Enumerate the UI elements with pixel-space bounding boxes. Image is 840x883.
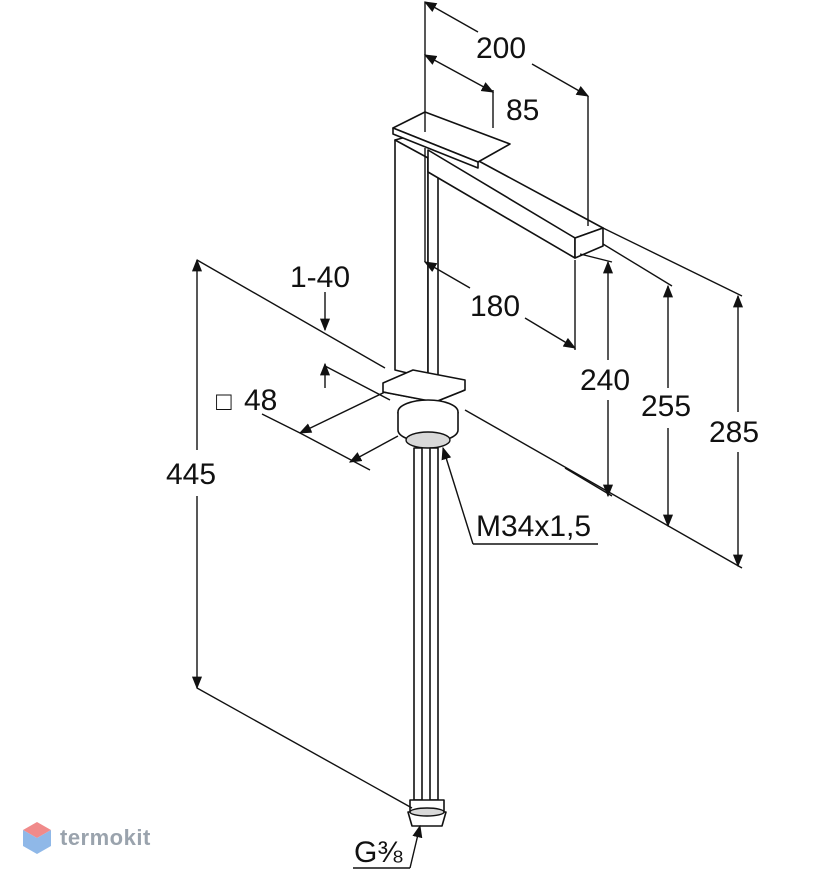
- dim-240-label: 240: [580, 364, 630, 397]
- dim-445-label: 445: [166, 458, 216, 491]
- connection-label: G⅜: [354, 836, 403, 869]
- watermark-logo: termokit: [22, 820, 151, 856]
- dim-180-label: 180: [470, 290, 520, 323]
- dim-85-label: 85: [506, 94, 539, 127]
- dimension-lines: [191, 1, 744, 869]
- dim-285-label: 285: [709, 416, 759, 449]
- watermark-text: termokit: [60, 825, 151, 850]
- dim-48-label-group: □ 48: [216, 384, 277, 417]
- faucet-body: [382, 111, 604, 827]
- dim-48-label: 48: [244, 384, 277, 417]
- square-symbol: □: [216, 386, 232, 416]
- hexagon-logo-icon: [23, 822, 51, 854]
- dim-255-label: 255: [641, 390, 691, 423]
- thread-label: M34x1,5: [476, 510, 591, 543]
- dim-1-40-label: 1-40: [290, 261, 350, 294]
- dim-200-label: 200: [476, 32, 526, 65]
